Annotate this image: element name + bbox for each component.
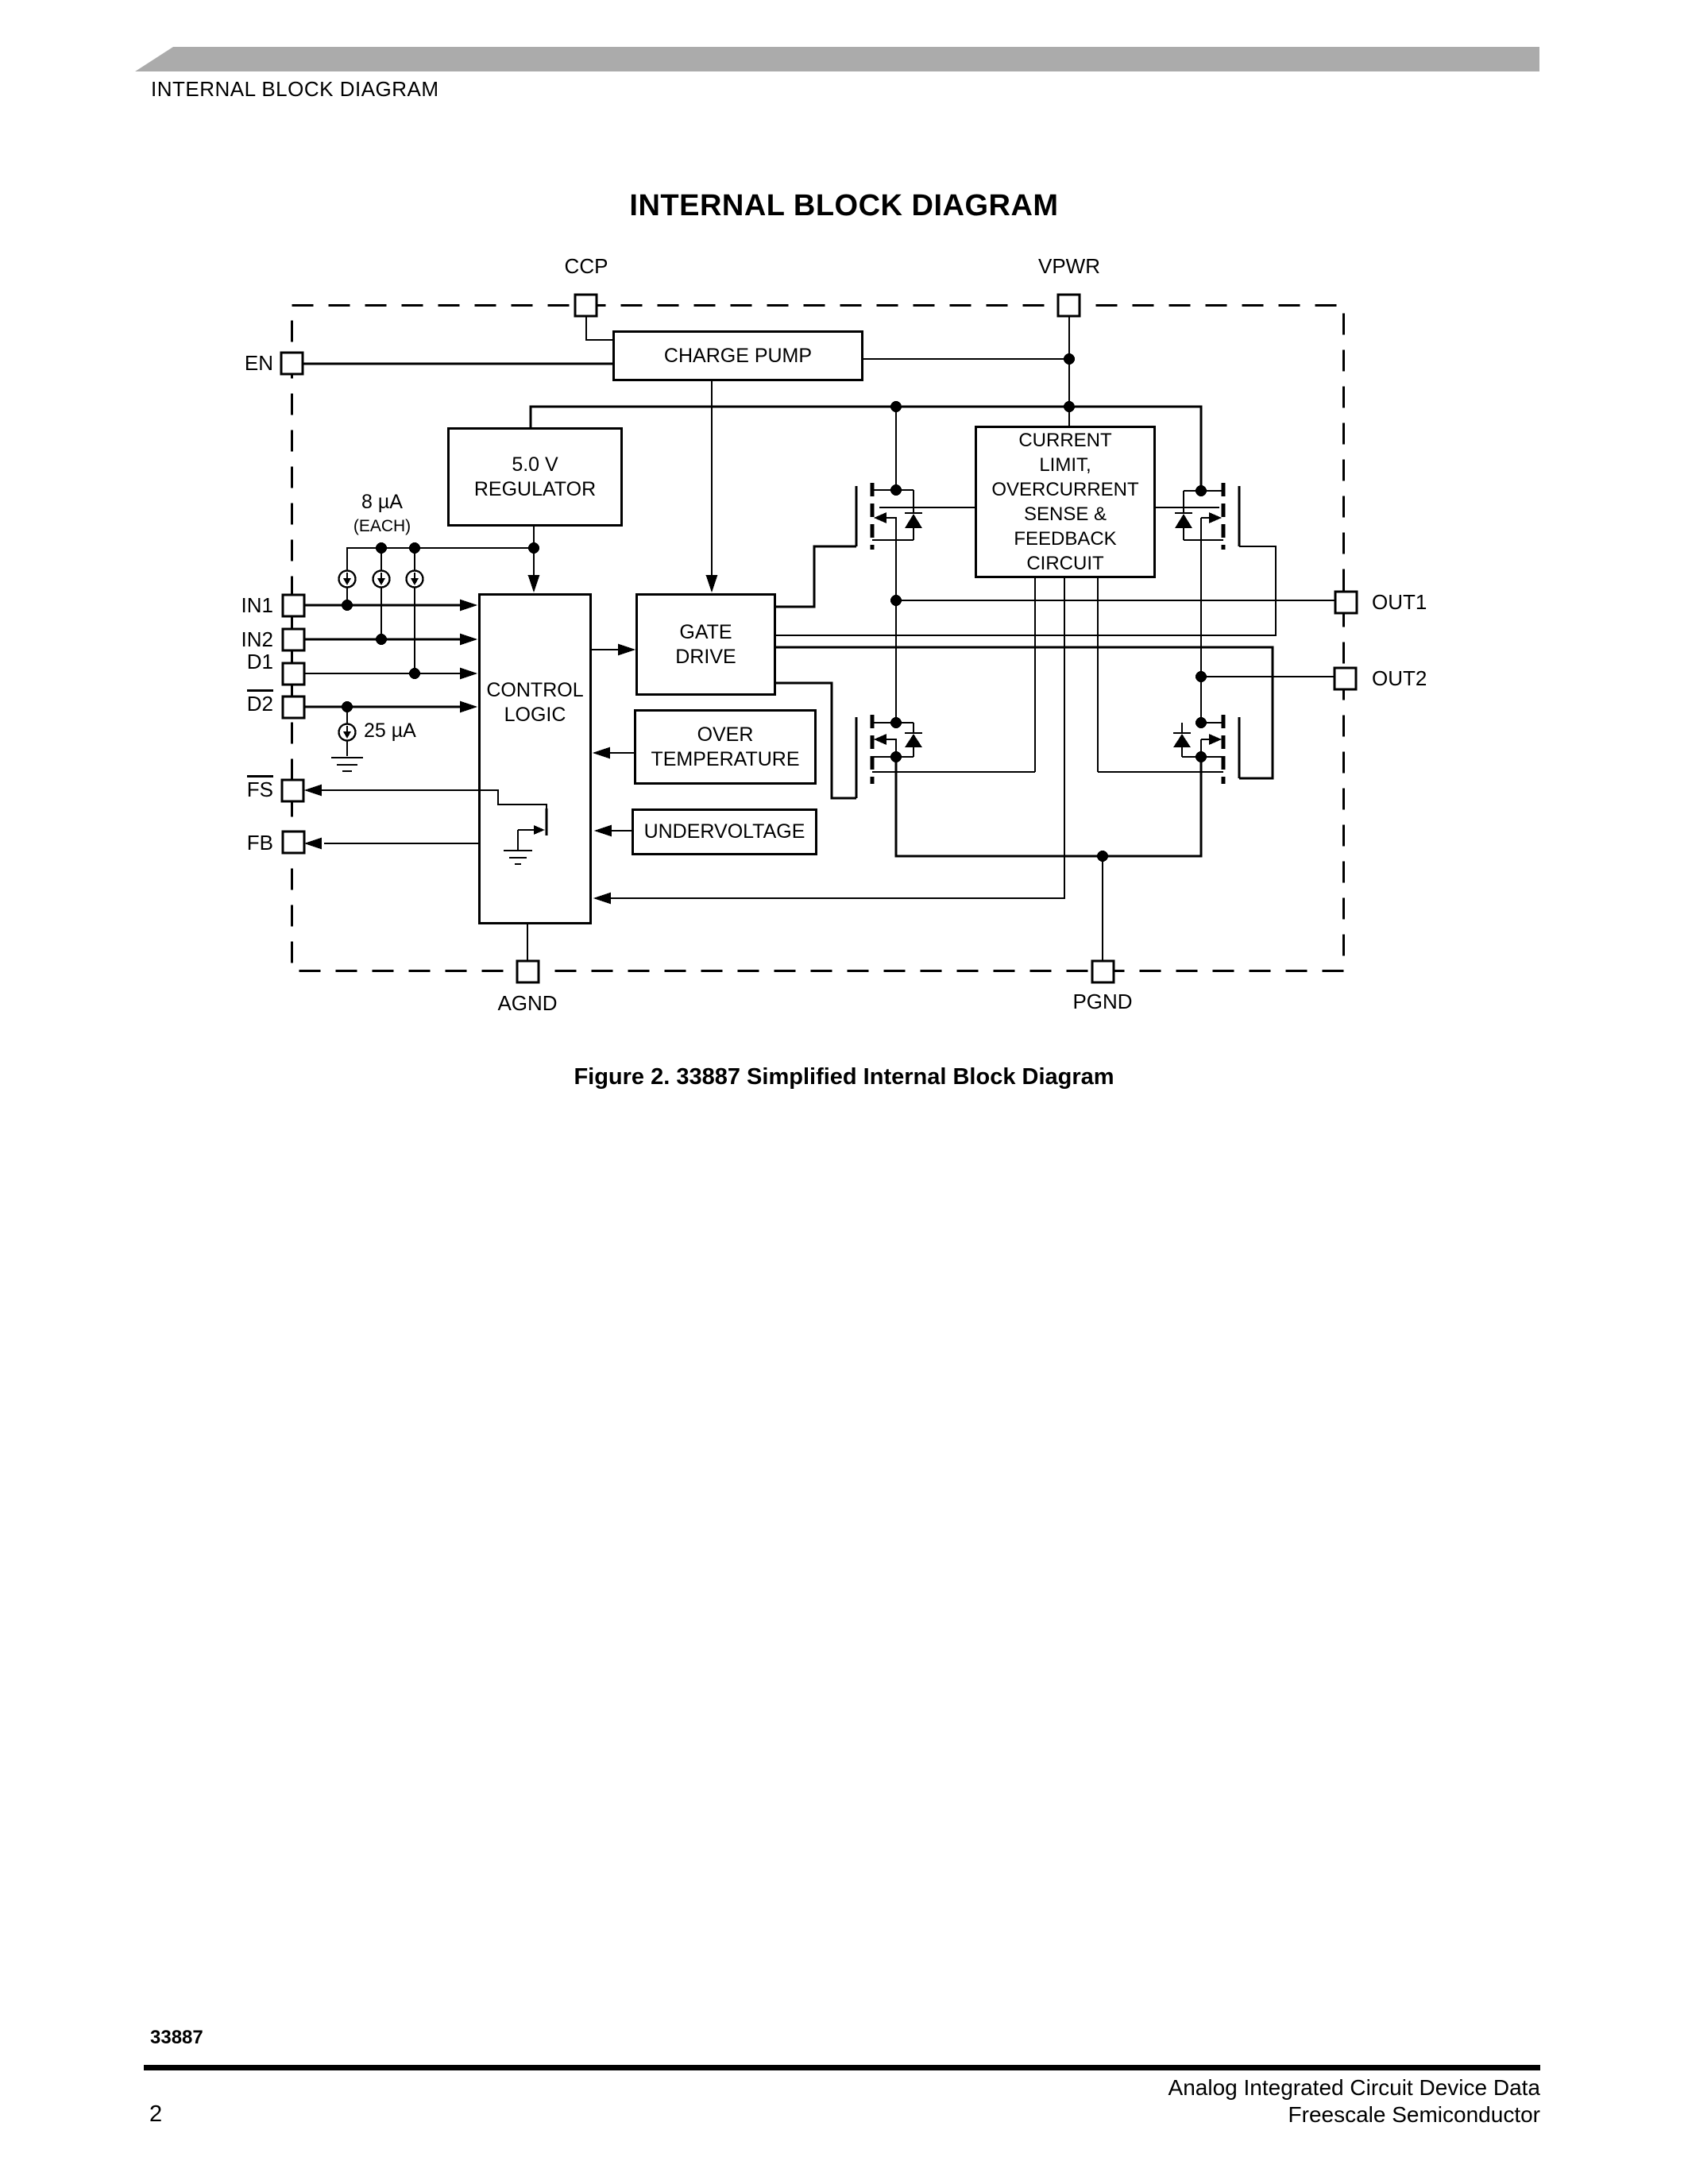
pin-label-vpwr: VPWR xyxy=(1038,254,1100,278)
pin-out1 xyxy=(1334,590,1358,615)
pin-label-agnd: AGND xyxy=(497,991,558,1015)
junction-dots xyxy=(342,353,1207,862)
figure-caption: Figure 2. 33887 Simplified Internal Bloc… xyxy=(574,1064,1114,1090)
pin-d2 xyxy=(281,695,306,720)
footer-page-number: 2 xyxy=(149,2101,163,2127)
block-regulator: 5.0 V REGULATOR xyxy=(447,427,623,527)
annotation-bias-current: 8 µA xyxy=(361,491,403,513)
block-regulator-label: 5.0 V REGULATOR xyxy=(473,453,597,500)
body-diode-icon xyxy=(905,490,922,540)
page-title: INTERNAL BLOCK DIAGRAM xyxy=(629,189,1059,222)
header-accent-bar xyxy=(135,47,1539,71)
block-over-temperature-label: OVER TEMPERATURE xyxy=(651,723,800,770)
pin-in2 xyxy=(281,627,306,652)
pin-label-in2: IN2 xyxy=(241,627,273,651)
body-diode-icon xyxy=(1173,723,1191,757)
body-diode-icon xyxy=(905,723,922,757)
pin-agnd xyxy=(516,959,540,984)
pin-fs xyxy=(280,778,305,803)
pin-fb xyxy=(281,830,306,855)
block-gate-drive: GATE DRIVE xyxy=(635,593,776,696)
footer-doc-title: Analog Integrated Circuit Device Data xyxy=(1168,2075,1540,2100)
current-source-icons xyxy=(338,569,424,742)
block-current-limit-label: CURRENT LIMIT, OVERCURRENT SENSE & FEEDB… xyxy=(991,430,1139,574)
pin-d1 xyxy=(281,662,306,686)
block-gate-drive-label: GATE DRIVE xyxy=(675,620,736,668)
pin-en xyxy=(280,351,304,376)
pin-label-d2: D2 xyxy=(194,689,273,715)
footer-company: Freescale Semiconductor xyxy=(1288,2102,1540,2127)
pin-vpwr xyxy=(1056,293,1081,318)
block-undervoltage-label: UNDERVOLTAGE xyxy=(643,820,805,843)
block-control-logic: CONTROL LOGIC xyxy=(478,593,592,924)
footer-rule xyxy=(144,2065,1540,2070)
body-diode-icon xyxy=(1175,491,1192,540)
block-current-limit: CURRENT LIMIT, OVERCURRENT SENSE & FEEDB… xyxy=(975,426,1156,578)
pin-label-out2: OUT2 xyxy=(1372,666,1427,690)
package-pins xyxy=(280,293,1358,984)
block-control-logic-label: CONTROL LOGIC xyxy=(486,679,584,726)
pin-in1 xyxy=(281,593,306,618)
annotation-pulldown-current: 25 µA xyxy=(364,720,416,742)
fault-output-transistor xyxy=(504,808,548,866)
wires xyxy=(303,316,1335,961)
block-undervoltage: UNDERVOLTAGE xyxy=(632,808,817,855)
pin-label-fb: FB xyxy=(246,831,273,855)
pin-label-d1: D1 xyxy=(246,650,273,673)
ground-icon xyxy=(331,756,363,773)
annotation-bias-current-each: (EACH) xyxy=(353,517,411,535)
pin-ccp xyxy=(574,293,598,318)
pin-label-ccp: CCP xyxy=(564,254,608,278)
footer-part-number: 33887 xyxy=(150,2027,203,2048)
pin-label-pgnd: PGND xyxy=(1072,990,1133,1013)
pin-label-fs: FS xyxy=(194,775,273,801)
chip-boundary-dashed-border xyxy=(291,304,1345,972)
wire-arrowheads xyxy=(304,575,718,905)
pin-label-en: EN xyxy=(244,351,273,375)
running-header: INTERNAL BLOCK DIAGRAM xyxy=(151,77,439,101)
pin-out2 xyxy=(1333,666,1358,691)
pin-label-in1: IN1 xyxy=(241,593,273,617)
block-over-temperature: OVER TEMPERATURE xyxy=(634,709,817,785)
mosfet-low-side-left xyxy=(855,715,922,798)
pin-pgnd xyxy=(1091,959,1115,984)
mosfet-low-side-right xyxy=(1173,715,1241,784)
footer-doc-info: Analog Integrated Circuit Device Data Fr… xyxy=(1168,2074,1540,2128)
block-charge-pump-label: CHARGE PUMP xyxy=(663,344,813,367)
pin-label-out1: OUT1 xyxy=(1372,590,1427,614)
mosfet-high-side-right xyxy=(1175,483,1241,550)
mosfet-high-side-left xyxy=(855,483,922,550)
block-charge-pump: CHARGE PUMP xyxy=(612,330,863,381)
ground-icon xyxy=(504,849,532,866)
